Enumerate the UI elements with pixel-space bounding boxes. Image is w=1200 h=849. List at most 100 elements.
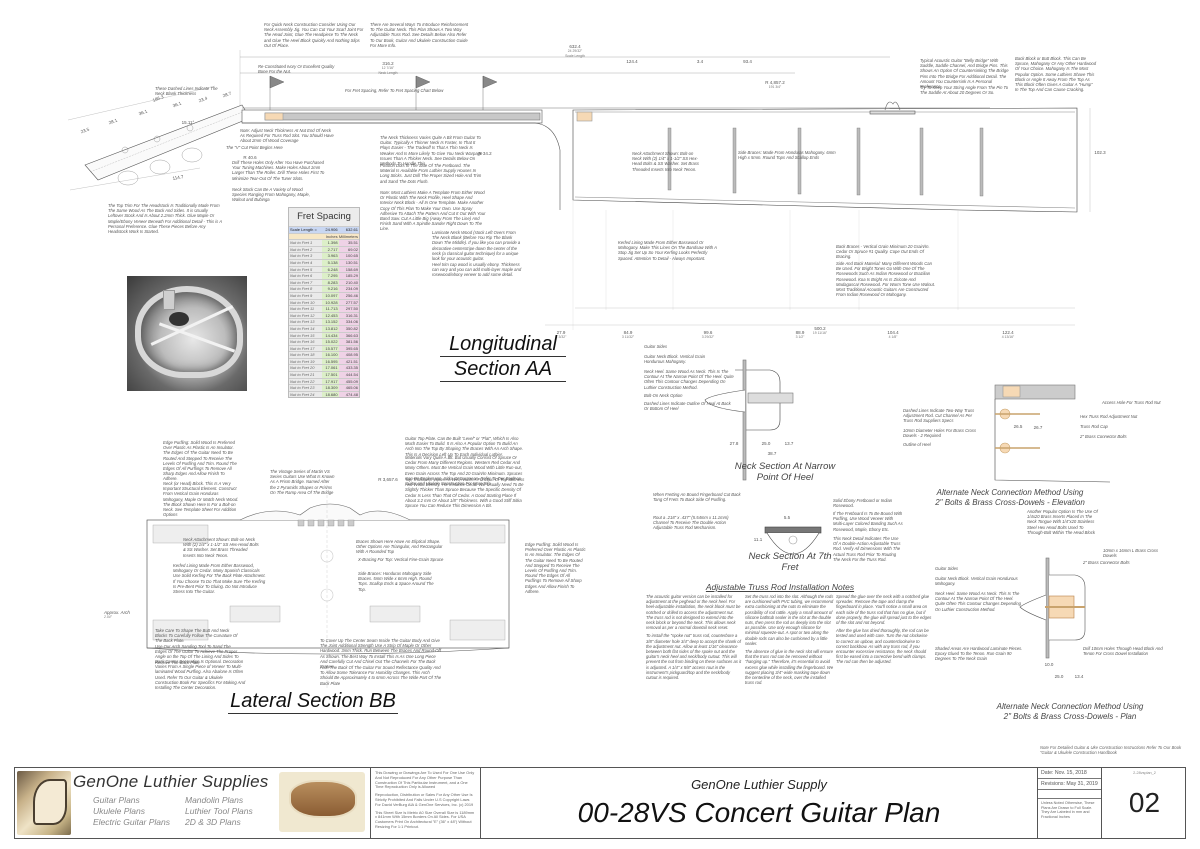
dim-head-angle: 15.11° bbox=[181, 120, 195, 125]
jig-photo-thumbnail bbox=[279, 772, 365, 832]
truss-notes-col-3: Spread the glue over the neck with a not… bbox=[836, 594, 932, 665]
link-guitar-plans[interactable]: Guitar Plans bbox=[93, 795, 140, 805]
note-edge-purfling: Edge Purfling: Solid Wood Is Preferred O… bbox=[163, 440, 237, 482]
fret-scale-row: Scale Length = 24.906 632.61 bbox=[289, 226, 359, 233]
note-kerfed-long: Kerfed Lining Made From Either Basswood … bbox=[618, 240, 717, 261]
dim-elev-1: 26.5 bbox=[1013, 424, 1023, 429]
dim-body-depth: 102.3 bbox=[1094, 150, 1106, 155]
note-arch-sanding: Use Our Arch Sanding Tool To Sand The Ed… bbox=[155, 644, 239, 665]
note-neck-attach-long: Neck Attachment Shown: Bolt-on Neck With… bbox=[632, 151, 700, 172]
note-vintage: The Vintage Series of Martin VS Series G… bbox=[270, 469, 335, 495]
note-reinforcement: There Are Several Ways To Introduce Rein… bbox=[370, 22, 469, 48]
note-adjust-neck: Note: Adjust Neck Thickness At Nut End O… bbox=[240, 128, 334, 144]
note-butt-shape: Take Care To Shape The Butt And Neck Blo… bbox=[155, 628, 238, 644]
note-top-trim: The Top Trim For The Headstock Is Tradit… bbox=[108, 203, 222, 235]
note-elev-popular: Another Popular Option Is The Use Of 1/4… bbox=[1027, 509, 1098, 535]
guitar-photo-thumbnail bbox=[17, 771, 71, 835]
note-neck-block: Neck (or Head) Block. This Is A Very Imp… bbox=[163, 481, 239, 518]
dim-elev-2: 26.7 bbox=[1033, 425, 1043, 430]
note-heel-cap: Heel trim cap wood is usually ebony. Thi… bbox=[432, 262, 522, 278]
note-heel-neck-block: Guitar Neck Block. Vertical Grain Hondur… bbox=[644, 354, 706, 365]
dim-heel-3: 13.7 bbox=[784, 441, 794, 446]
link-2d-3d-plans[interactable]: 2D & 3D Plans bbox=[185, 817, 241, 827]
note-fret-spacing-ref: For Fret Spacing, Refer To Fret Spacing … bbox=[345, 88, 444, 93]
note-drill-holes: Drill These Holes Only After You Have Pu… bbox=[232, 160, 325, 181]
guitar-body-photo bbox=[127, 276, 247, 391]
dim-3: 3.4 bbox=[696, 59, 704, 64]
note-elev-holes: 10mm Diameter Holes For Brass Cross Dowe… bbox=[903, 428, 977, 439]
note-top-plate: Guitar Top Plate. Can Be Built "Level" o… bbox=[405, 436, 523, 457]
note-plan-drill: Drill 10mm Holes Through Head Block And … bbox=[1083, 646, 1163, 657]
note-braces-shape: Braces Shown Here Have An Eliptical Shap… bbox=[356, 539, 443, 555]
dim-heel-4: 38.7 bbox=[767, 451, 777, 456]
note-elev-truss: Dashed Lines Indicate Two-Way Truss Adju… bbox=[903, 408, 975, 424]
note-plan-shaded: Shaded Areas Are Hardwood Laminate Piece… bbox=[935, 646, 1023, 662]
note-elev-outline: Outline of Heel bbox=[903, 442, 931, 447]
title-truss-notes: Adjustable Truss Rod Installation Notes bbox=[705, 582, 855, 592]
note-rout: Rout a .218" x .437" (5.54mm x 11.1mm) C… bbox=[653, 515, 729, 531]
note-ebony: Solid Ebony Fretboard or Indian Rosewood… bbox=[833, 498, 893, 509]
dim-7th-2: 11.1 bbox=[753, 537, 763, 542]
dim-plan-2: 25.0 bbox=[1054, 674, 1064, 679]
link-mandolin-plans[interactable]: Mandolin Plans bbox=[185, 795, 244, 805]
legal-notice: This Drawing or Drawings Are To Used For… bbox=[371, 768, 481, 838]
title-lateral-section: Lateral Section BB bbox=[228, 689, 398, 714]
note-plan-neck-heel: Neck Heel. Same Wood As Neck. This Is Th… bbox=[935, 591, 1021, 612]
note-laminate: Laminate Neck Wood (stock Left Overs Fro… bbox=[432, 230, 521, 262]
fret-header-row: Inches Millimeters bbox=[289, 232, 359, 240]
note-back-center: Back Center Decoration Is Optional. Deco… bbox=[155, 659, 246, 691]
note-neck-stock: Neck Stock Can Be A Variety of Wood Spec… bbox=[232, 187, 310, 203]
note-string-angle: Try To Keep Your String Angle From The P… bbox=[920, 85, 1009, 96]
note-neck-attach-lat: Neck Attachment Shown: Bolt-on Neck With… bbox=[183, 537, 259, 558]
dim-plan-1: 10.0 bbox=[1044, 662, 1054, 667]
note-double-action: This Neck Detail Indicates The Use Of A … bbox=[833, 536, 901, 562]
note-nut: Re-Constituted Ivory Or Excellent Qualit… bbox=[258, 64, 335, 75]
note-heel-neck-heel: Neck Heel. Same Wood As Neck. This Is Th… bbox=[644, 369, 734, 390]
link-ukulele-plans[interactable]: Ukulele Plans bbox=[93, 806, 145, 816]
note-bound: If The Fretboard Is To Be Bound With Pur… bbox=[833, 511, 903, 532]
note-side-braces: Side Braces: Made From Honduras Mahogany… bbox=[738, 150, 836, 161]
note-kerfed-lat: Kerfed Lining Made From Either Basswood,… bbox=[173, 563, 266, 595]
dim-heel-1: 27.8 bbox=[729, 441, 739, 446]
dim-heel-2: 25.0 bbox=[761, 441, 771, 446]
note-plan-bolts: 2" Brass Connector Bolts bbox=[1083, 560, 1130, 565]
link-electric-guitar-plans[interactable]: Electric Guitar Plans bbox=[93, 817, 170, 827]
logo-title: GenOne Luthier Supplies bbox=[73, 772, 269, 791]
note-dashed-lines: These Dashed Lines Indicate The Neck Bla… bbox=[155, 86, 218, 97]
link-luthier-tool-plans[interactable]: Luthier Tool Plans bbox=[185, 806, 253, 816]
note-heel-dashed: Dashed Lines Indicate Outline Of Heal At… bbox=[644, 401, 731, 412]
note-edge-purfling-right: Edge Purfling: Solid Wood Is Preferred O… bbox=[525, 542, 586, 594]
fret-spacing-table: Fret Spacing Scale Length = 24.906 632.6… bbox=[288, 207, 360, 399]
dim-r-lateral: R 3,657.6 bbox=[378, 477, 398, 482]
sheet-number-panel: 2-28vsplan_2 02 bbox=[1101, 768, 1187, 838]
note-center-seam: To Cover Up The Center Seam Inside The G… bbox=[320, 638, 441, 670]
